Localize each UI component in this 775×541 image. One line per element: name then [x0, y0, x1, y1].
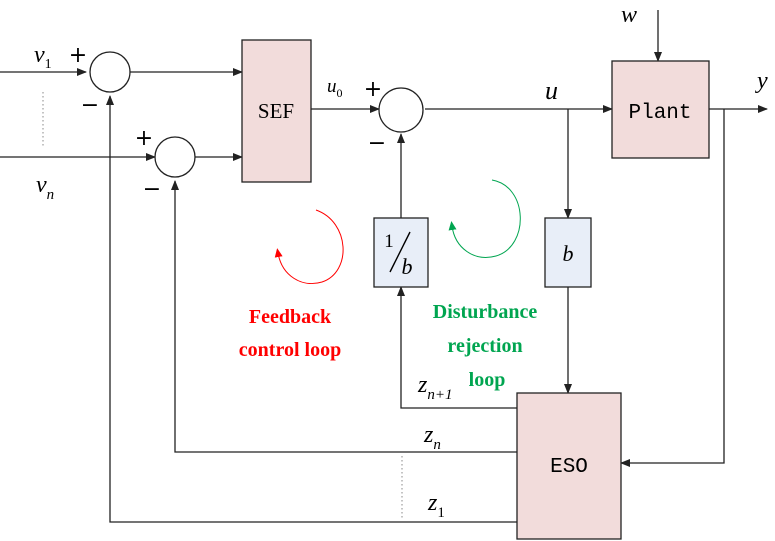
sef-label: SEF	[258, 99, 294, 123]
sum-junction-1	[89, 51, 131, 93]
plant-label: Plant	[628, 102, 691, 125]
feedback-loop-line-1: Feedback	[249, 306, 332, 328]
wire-zn	[171, 180, 517, 453]
eso-label: ESO	[550, 456, 588, 479]
disturbance-loop-line-1: Disturbance	[433, 301, 538, 323]
eso-block	[516, 392, 622, 540]
wire-z1	[106, 95, 517, 523]
sign-minus-3: −	[368, 131, 386, 156]
sign-plus-1: +	[69, 43, 87, 68]
wire-y-to-eso	[620, 109, 725, 467]
label-zn: zn	[423, 422, 441, 453]
disturbance-loop-caption: Disturbance rejection loop	[433, 301, 538, 391]
disturbance-loop-arrow-icon	[448, 179, 521, 258]
inverse-b-slash	[389, 231, 411, 273]
label-vn: vn	[36, 172, 54, 203]
sign-plus-2: +	[135, 126, 153, 151]
label-w: w	[621, 2, 637, 28]
sign-minus-2: −	[143, 177, 161, 202]
signal-wires	[0, 10, 768, 523]
label-v1: v1	[34, 42, 52, 72]
label-u0: u0	[327, 76, 343, 100]
sum-junction-3	[378, 87, 424, 133]
disturbance-loop-line-3: loop	[469, 369, 506, 391]
gain-b-label: b	[563, 241, 574, 266]
sign-plus-3: +	[364, 77, 382, 102]
sign-minus-1: −	[81, 93, 99, 118]
label-y: y	[755, 68, 768, 94]
feedback-loop-line-2: control loop	[239, 339, 341, 361]
wire-zn1	[397, 286, 517, 409]
inverse-b-denominator: b	[402, 254, 413, 279]
inverse-b-fraction: 1 b	[384, 231, 412, 279]
sum-junction-2	[154, 136, 196, 178]
label-zn1: zn+1	[417, 372, 452, 403]
label-z1: z1	[427, 490, 445, 521]
feedback-loop-caption: Feedback control loop	[239, 306, 341, 361]
label-u: u	[545, 76, 558, 105]
plant-block	[611, 60, 710, 159]
disturbance-loop-line-2: rejection	[447, 335, 522, 357]
inverse-b-numerator: 1	[384, 231, 394, 252]
feedback-loop-arrow-icon	[274, 209, 344, 284]
sef-block	[241, 39, 312, 183]
inverse-b-block	[373, 217, 429, 288]
gain-b-block	[544, 217, 592, 288]
